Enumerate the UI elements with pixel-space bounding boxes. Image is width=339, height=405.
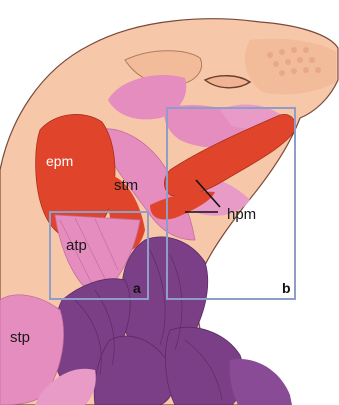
panel-a-label: a — [133, 280, 141, 296]
label-stm: stm — [114, 177, 138, 194]
snout-shade — [245, 39, 336, 95]
purple-muscle-lower-right — [229, 359, 292, 405]
label-epm: epm — [46, 153, 73, 169]
panel-b-label: b — [282, 280, 291, 296]
label-atp: atp — [66, 237, 87, 254]
label-stp: stp — [10, 329, 30, 346]
label-hpm: hpm — [227, 206, 256, 223]
